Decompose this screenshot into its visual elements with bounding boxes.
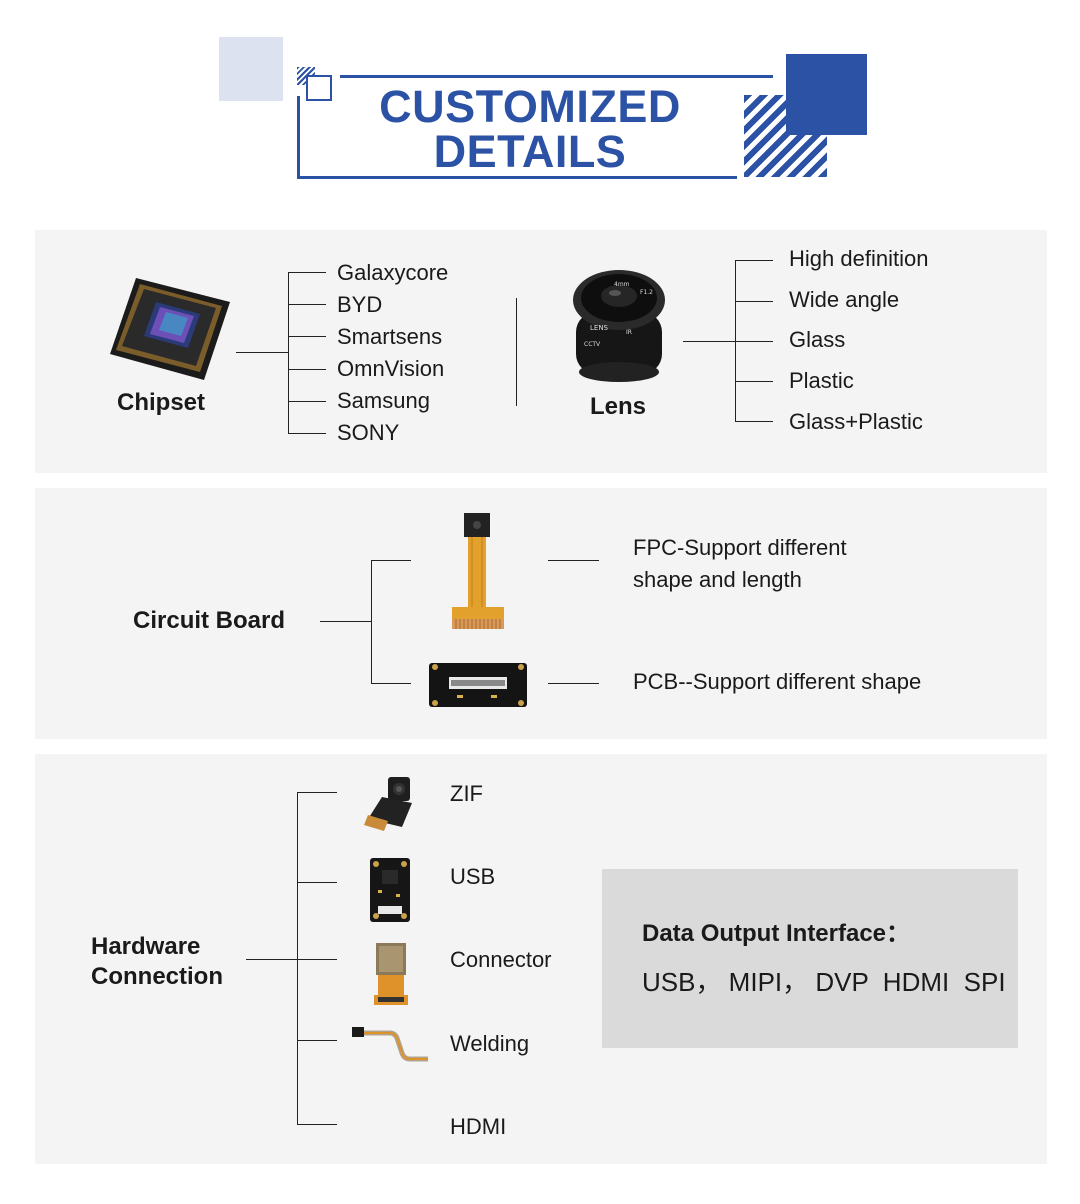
hardware-item-hdmi: HDMI [450,1114,507,1139]
lens-image: LENS 4mm F1.2 IR CCTV [573,270,665,382]
chipset-item: BYD [337,292,383,317]
header-decor-mini-square [306,75,332,101]
data-output-title: Data Output Interface： [642,920,911,947]
lens-engraving: CCTV [584,341,601,348]
lens-item: Wide angle [789,287,900,312]
lens-item: Glass [789,327,846,352]
fpc-board-image [452,513,504,629]
fpc-description-line-2: shape and length [633,567,802,592]
lens-tick [735,341,773,342]
chipset-tick [288,401,326,402]
zif-module-image [364,777,412,831]
header-frame-top [340,75,773,78]
circuit-board-label: Circuit Board [133,607,286,634]
circuit-connector-line [320,621,371,622]
chipset-item: Galaxycore [337,260,449,285]
page-title: CUSTOMIZED DETAILS [340,84,720,174]
hardware-tick [297,1040,337,1041]
hardware-tick [297,792,337,793]
chipset-image [110,278,230,380]
connector-module-image [374,943,408,1005]
chipset-item: Smartsens [337,324,443,349]
lens-label: Lens [590,393,647,420]
lens-engraving: IR [626,329,632,336]
hardware-item-zif: ZIF [450,781,483,806]
lens-item: Plastic [789,368,854,393]
hardware-tick [297,882,337,883]
hardware-tick [297,1124,337,1125]
chipset-bracket [288,272,289,434]
title-line-1: CUSTOMIZED [379,81,681,132]
fpc-connector-line [548,560,599,561]
hardware-item-usb: USB [450,864,496,889]
fpc-description-line-1: FPC-Support different [633,535,847,560]
title-line-2: DETAILS [433,126,627,177]
hardware-tick [297,959,337,960]
data-output-values: USB， MIPI， DVP HDMI SPI [642,967,1006,997]
chipset-item: SONY [337,420,400,445]
circuit-tick [371,683,411,684]
chipset-tick [288,336,326,337]
chipset-tick [288,304,326,305]
hardware-connector-line [246,959,297,960]
circuit-bracket [371,560,372,684]
section-divider [516,298,517,406]
hardware-label: Hardware Connection [91,932,223,992]
lens-item: Glass+Plastic [789,409,923,434]
header-decor-square-dark [786,54,867,135]
circuit-tick [371,560,411,561]
chipset-tick [288,433,326,434]
lens-item: High definition [789,246,929,271]
chipset-item: Samsung [337,388,430,413]
panel-circuit-board [35,488,1047,739]
lens-connector-line [683,341,735,342]
chipset-connector-line [236,352,288,353]
hardware-item-welding: Welding [450,1031,530,1056]
pcb-description: PCB--Support different shape [633,669,922,694]
welding-module-image [352,1027,428,1062]
chipset-label: Chipset [117,389,206,416]
hardware-label-line-2: Connection [91,963,223,990]
header-decor-square-light [219,37,283,101]
lens-engraving: 4mm [614,281,630,288]
lens-tick [735,301,773,302]
hardware-item-connector: Connector [450,947,552,972]
chipset-item: OmnVision [337,356,445,381]
chipset-tick [288,272,326,273]
lens-tick [735,260,773,261]
header-frame-bottom [297,176,737,179]
header-frame-left [297,96,300,179]
data-output-box [602,869,1018,1048]
chipset-tick [288,369,326,370]
hardware-bracket [297,792,298,1125]
lens-tick [735,381,773,382]
hardware-label-line-1: Hardware [91,933,201,960]
usb-module-image [370,858,410,922]
lens-engraving: LENS [590,324,609,332]
pcb-board-image [429,663,527,707]
lens-tick [735,421,773,422]
lens-engraving: F1.2 [640,289,653,296]
pcb-connector-line [548,683,599,684]
